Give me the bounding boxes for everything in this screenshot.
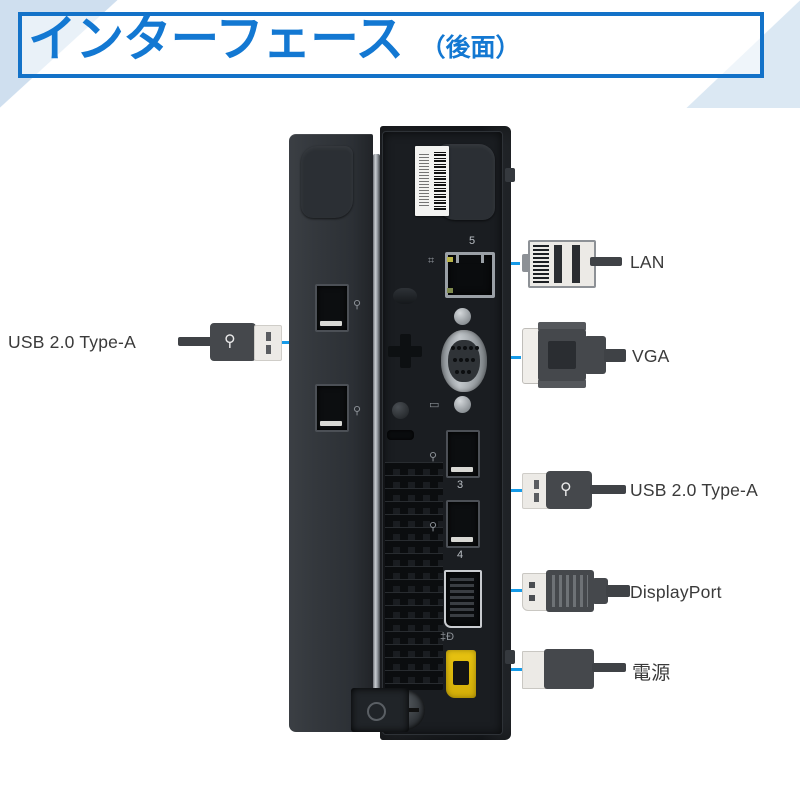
antenna-knockout xyxy=(393,288,417,304)
lan-glyph: ⌗ xyxy=(428,255,435,267)
displayport-glyph: ‡Ð xyxy=(440,631,455,643)
displayport-connector-icon xyxy=(522,568,632,614)
kensington-lock-slot xyxy=(387,430,414,440)
label-power: 電源 xyxy=(632,662,671,684)
lan-port-number: 5 xyxy=(469,235,476,247)
header-box xyxy=(18,12,764,78)
chassis-seam xyxy=(373,154,380,728)
displayport-port xyxy=(444,570,482,628)
label-usb-right: USB 2.0 Type-A xyxy=(630,480,758,500)
usb-glyph-4: ⚲ xyxy=(429,521,438,533)
label-usb-left: USB 2.0 Type-A xyxy=(8,332,136,352)
usb-port-2 xyxy=(315,384,349,432)
chassis-screw xyxy=(392,402,409,419)
header-title-group: インターフェース （後面） xyxy=(28,14,521,80)
page-subtitle: （後面） xyxy=(420,33,521,62)
usb-glyph-1: ⚲ xyxy=(353,299,362,311)
chassis-side-panel xyxy=(289,134,373,732)
usb-port-4 xyxy=(446,500,480,548)
vga-dsub-connector-icon xyxy=(522,322,626,388)
chassis-top-bumper-left xyxy=(301,146,353,218)
vga-screw-bottom xyxy=(454,396,471,413)
label-vga: VGA xyxy=(632,346,670,366)
usb4-port-number: 4 xyxy=(457,549,464,561)
vga-screw-top xyxy=(454,308,471,325)
usb-glyph-2: ⚲ xyxy=(353,405,362,417)
ventilation-grille-overlay xyxy=(385,462,443,690)
usb-port-1 xyxy=(315,284,349,332)
label-displayport: DisplayPort xyxy=(630,582,722,602)
power-port xyxy=(446,650,476,698)
vga-port xyxy=(441,330,487,392)
vga-glyph: ▭ xyxy=(429,399,440,411)
usb-type-a-connector-icon-left: ⚲ xyxy=(178,318,286,366)
pc-rear-panel-photo: ⚲ ⚲ 5 ⌗ ▭ ⚲ xyxy=(289,126,515,740)
usb-port-3 xyxy=(446,430,480,478)
usb-glyph-3: ⚲ xyxy=(429,451,438,463)
chassis-tab-top xyxy=(505,168,515,182)
usb-type-a-connector-icon-right: ⚲ xyxy=(522,466,630,514)
usb3-port-number: 3 xyxy=(457,479,464,491)
page-title: インターフェース xyxy=(28,10,404,68)
vent-cross-cutout xyxy=(388,334,422,368)
vga-pin-array xyxy=(448,340,480,382)
chassis-tab-bottom xyxy=(505,650,515,664)
power-connector-icon xyxy=(522,648,626,690)
rj45-connector-icon xyxy=(522,236,622,288)
bottom-tray xyxy=(351,688,409,732)
label-lan: LAN xyxy=(630,252,665,272)
lan-rj45-port xyxy=(445,252,495,298)
barcode-sticker xyxy=(415,146,449,216)
